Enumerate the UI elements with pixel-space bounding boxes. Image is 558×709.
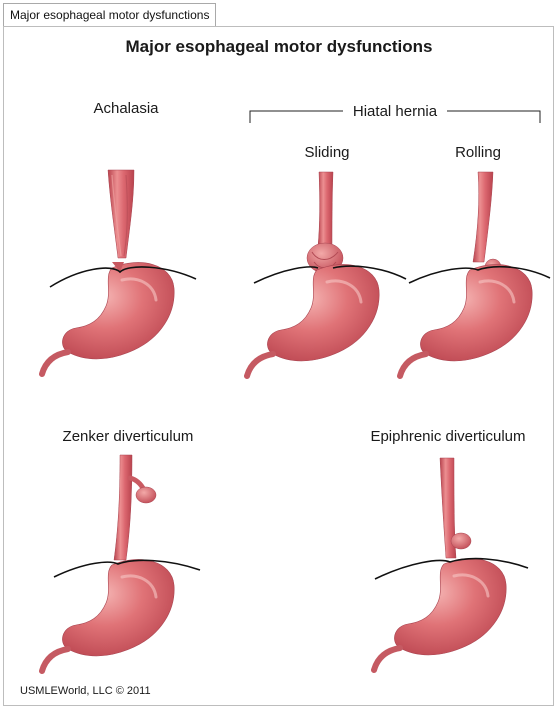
label-zenker: Zenker diverticulum bbox=[63, 428, 194, 445]
epiphrenic-illustration bbox=[374, 457, 529, 670]
tab-bar: Major esophageal motor dysfunctions bbox=[0, 0, 558, 29]
label-rolling: Rolling bbox=[455, 144, 501, 161]
hiatal-hernia-bracket bbox=[249, 110, 541, 123]
figure-title: Major esophageal motor dysfunctions bbox=[126, 37, 433, 56]
achalasia-illustration bbox=[42, 169, 197, 374]
zenker-illustration bbox=[42, 454, 201, 671]
sliding-hernia-illustration bbox=[247, 171, 407, 376]
label-achalasia: Achalasia bbox=[93, 100, 159, 117]
rolling-hernia-illustration bbox=[400, 171, 551, 376]
tab-figure[interactable]: Major esophageal motor dysfunctions bbox=[3, 3, 217, 26]
label-sliding: Sliding bbox=[304, 144, 349, 161]
copyright-text: USMLEWorld, LLC © 2011 bbox=[20, 685, 151, 697]
label-epiphrenic: Epiphrenic diverticulum bbox=[370, 428, 525, 445]
label-hiatal-hernia: Hiatal hernia bbox=[353, 103, 438, 120]
